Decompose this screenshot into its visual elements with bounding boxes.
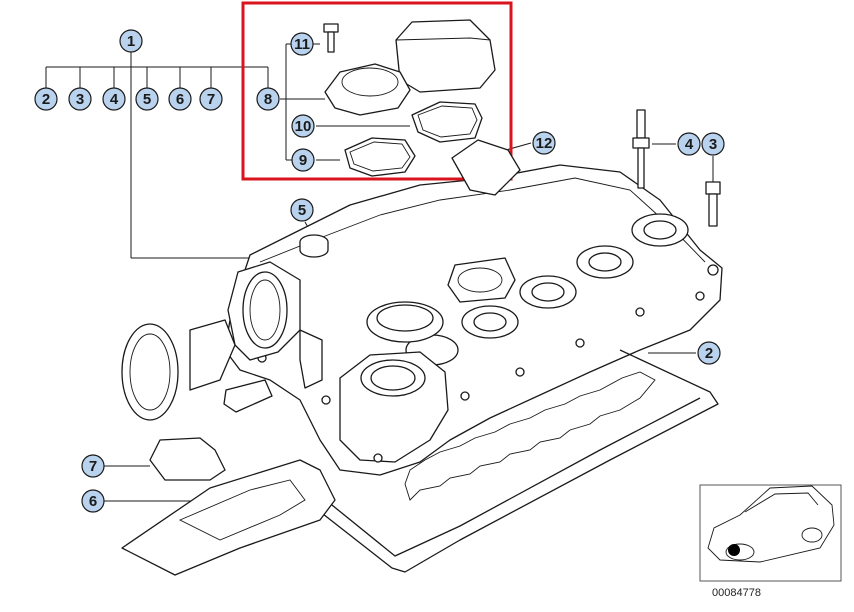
callout-c7b: 7 (81, 454, 105, 478)
callout-label: 3 (709, 136, 717, 153)
stud-and-bolt (632, 109, 721, 227)
callout-label: 1 (127, 33, 135, 50)
callout-label: 7 (89, 458, 97, 475)
car-locator-icon (707, 485, 835, 563)
callout-circle (119, 29, 143, 53)
callout-label: 12 (536, 135, 553, 152)
callout-label: 5 (298, 202, 306, 219)
callout-circle (697, 341, 721, 365)
callout-circle (290, 32, 314, 56)
callout-c8: 8 (256, 87, 280, 111)
callout-c12: 12 (532, 131, 556, 155)
callout-c5b: 5 (290, 198, 314, 222)
highlighted-parts (323, 19, 496, 177)
car-locator-inset (699, 484, 842, 582)
gasket-part (295, 349, 719, 573)
callout-circle (532, 131, 556, 155)
callout-circle (199, 87, 223, 111)
callout-label: 11 (294, 36, 310, 53)
callout-c2a: 2 (34, 87, 58, 111)
callout-c7a: 7 (199, 87, 223, 111)
callout-label: 5 (143, 91, 151, 108)
filter-part (451, 139, 521, 196)
callout-label: 6 (176, 91, 184, 108)
callout-label: 9 (299, 152, 307, 169)
callout-circle (291, 148, 315, 172)
callout-c6b: 6 (81, 489, 105, 513)
callout-circle (81, 454, 105, 478)
callout-c6a: 6 (168, 87, 192, 111)
callout-circle (290, 198, 314, 222)
callout-c3b: 3 (701, 132, 725, 156)
callout-circle (68, 87, 92, 111)
callout-c4a: 4 (102, 87, 126, 111)
locator-frame (699, 484, 842, 582)
callout-c3a: 3 (68, 87, 92, 111)
callout-c5a: 5 (135, 87, 159, 111)
plug-part (299, 234, 329, 258)
callout-label: 10 (295, 118, 312, 135)
callout-circle (291, 114, 315, 138)
callout-circle (102, 87, 126, 111)
callout-c2b: 2 (697, 341, 721, 365)
callout-label: 6 (89, 493, 97, 510)
engine-marker (728, 544, 740, 556)
callout-c9: 9 (291, 148, 315, 172)
callout-label: 2 (705, 345, 713, 362)
callout-c10: 10 (291, 114, 315, 138)
highlight-box (241, 1, 513, 181)
callout-label: 4 (110, 91, 119, 108)
callout-label: 7 (207, 91, 215, 108)
valve-cover (224, 164, 723, 476)
callout-c11: 11 (290, 32, 314, 56)
callout-circle (677, 132, 701, 156)
throttle-body (121, 261, 323, 421)
callout-label: 2 (42, 91, 50, 108)
callout-circle (256, 87, 280, 111)
callout-circle (701, 132, 725, 156)
callout-circle (168, 87, 192, 111)
callout-label: 8 (264, 91, 272, 108)
callout-c4b: 4 (677, 132, 701, 156)
part-number: 00084778 (712, 587, 761, 599)
callout-label: 3 (76, 91, 84, 108)
callout-circle (135, 87, 159, 111)
callout-c1: 1 (119, 29, 143, 53)
callout-circle (81, 489, 105, 513)
callout-circle (34, 87, 58, 111)
callout-label: 4 (685, 136, 694, 153)
cover-plates (121, 437, 336, 576)
